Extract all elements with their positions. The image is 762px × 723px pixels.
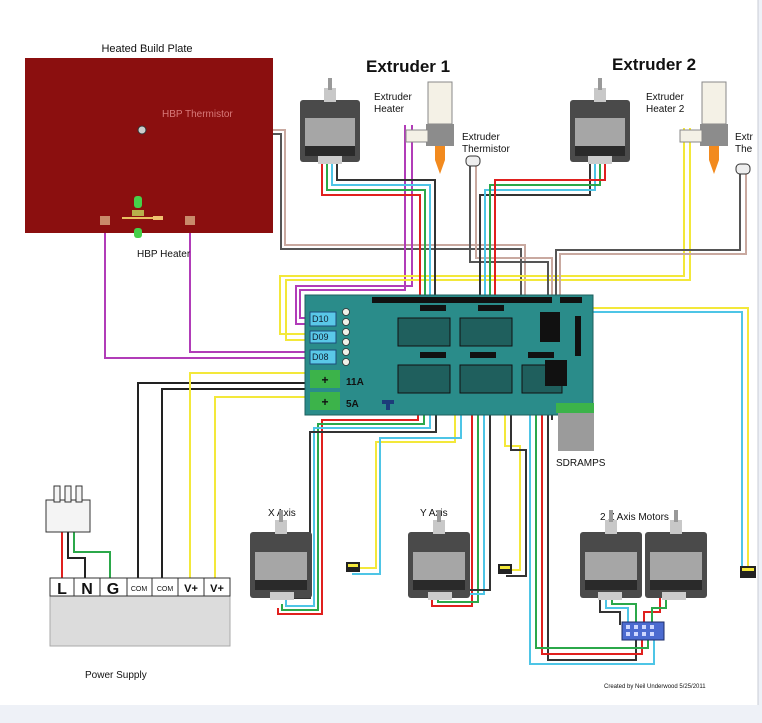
amp-5-label: 5A xyxy=(346,399,359,410)
hbp-thermistor-label: HBP Thermistor xyxy=(162,109,233,120)
y-axis-stepper-motor-icon xyxy=(408,510,470,600)
hbp-heater-pad-left-icon xyxy=(100,216,110,225)
heated-build-plate-label: Heated Build Plate xyxy=(101,43,192,55)
extruder2-heater-label-line1: Extruder xyxy=(646,92,684,103)
hbp-led-icon xyxy=(122,196,163,238)
x-axis-stepper-motor-icon xyxy=(250,510,312,600)
extruder1-hotend-icon xyxy=(405,81,454,174)
terminal-com1: COM xyxy=(131,586,148,593)
svg-text:+: + xyxy=(321,373,328,387)
extruder1-thermistor-icon xyxy=(465,155,481,167)
power-supply-label: Power Supply xyxy=(85,670,147,681)
hbp-heater-label: HBP Heater xyxy=(137,249,191,260)
z-endstop-icon xyxy=(740,566,756,578)
x-endstop-icon xyxy=(346,562,360,572)
amp-11-label: 11A xyxy=(346,377,364,388)
z-axis-stepper-motor-right-icon xyxy=(645,510,707,600)
d08-label: D08 xyxy=(312,352,329,362)
y-axis-label: Y Axis xyxy=(420,508,448,519)
terminal-v1: V+ xyxy=(184,583,198,595)
sdramps-module xyxy=(556,403,594,451)
z-motor-connector-icon xyxy=(621,621,665,641)
terminal-v2: V+ xyxy=(210,583,224,595)
z-axis-label: 2 Z Axis Motors xyxy=(600,512,669,523)
d10-label: D10 xyxy=(312,314,329,324)
extruder1-heater-label-line2: Heater xyxy=(374,104,405,115)
extruder1-thermistor-label-line2: Thermistor xyxy=(462,144,510,155)
power-plug-icon xyxy=(45,485,91,533)
heated-build-plate: Heated Build Plate HBP Thermistor HBP He… xyxy=(25,43,273,260)
extruder2-hotend-icon xyxy=(679,81,728,174)
terminal-l: L xyxy=(57,581,67,598)
fuse-icon xyxy=(382,400,394,410)
extruder2-thermistor-icon xyxy=(735,163,751,175)
terminal-g: G xyxy=(107,581,119,598)
z-axis-stepper-motor-left-icon xyxy=(580,510,642,600)
terminal-com2: COM xyxy=(157,586,174,593)
power-supply: L N G COM COM V+ V+ xyxy=(49,577,231,647)
ramps-board: D10 D09 D08 + + 11A 5A xyxy=(304,294,594,416)
extruder2-heater-label-line2: Heater 2 xyxy=(646,104,685,115)
extruder1-thermistor-label-line1: Extruder xyxy=(462,132,500,143)
extruder2-stepper-motor-icon xyxy=(570,78,630,164)
credit-label: Created by Neil Underwood 5/25/2011 xyxy=(604,684,706,690)
terminal-n: N xyxy=(81,581,93,598)
extruder1-title: Extruder 1 xyxy=(366,57,450,76)
extruder2-title: Extruder 2 xyxy=(612,55,696,74)
extruder2-thermistor-label-line1: Extr xyxy=(735,132,753,143)
hbp-thermistor-icon xyxy=(137,125,147,135)
extruder1-stepper-motor-icon xyxy=(300,78,360,164)
d09-label: D09 xyxy=(312,332,329,342)
extruder1-heater-label-line1: Extruder xyxy=(374,92,412,103)
sdramps-label: SDRAMPS xyxy=(556,458,606,469)
hbp-heater-pad-right-icon xyxy=(185,216,195,225)
y-endstop-icon xyxy=(498,564,512,574)
extruder2-thermistor-label-line2: The xyxy=(735,144,753,155)
svg-text:+: + xyxy=(321,395,328,409)
